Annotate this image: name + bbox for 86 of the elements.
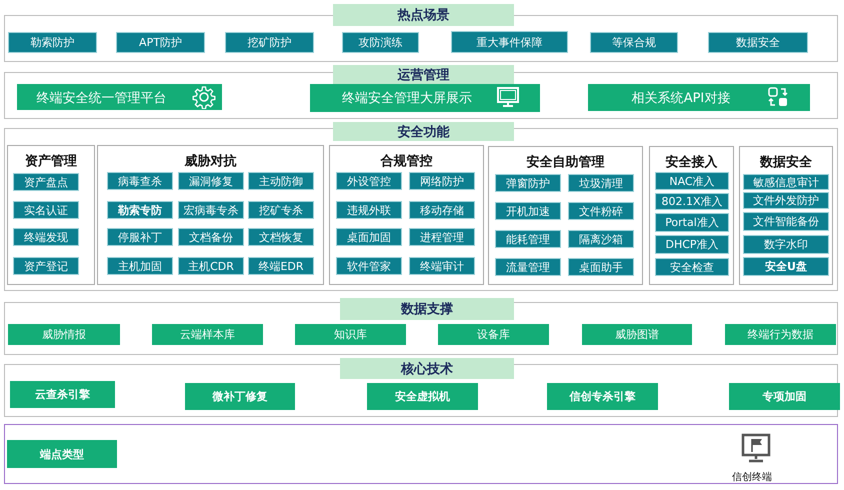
box-label: 终端安全统一管理平台 [36, 90, 168, 107]
feature-box: 桌面助手 [568, 258, 634, 276]
feature-box: 进程管理 [409, 228, 475, 246]
feature-box: 停服补丁 [107, 228, 173, 246]
feature-box: 文档备份 [178, 228, 244, 246]
feature-box: 数字水印 [743, 235, 829, 254]
feature-box: 重大事件保障 [451, 31, 568, 53]
feature-box: 终端行为数据 [725, 324, 836, 345]
section-title: 数据支撑 [340, 298, 514, 320]
feature-box: 漏洞修复 [178, 172, 244, 190]
feature-box: 安全检查 [655, 258, 729, 276]
feature-box: 云查杀引擎 [10, 381, 115, 408]
feature-box: 知识库 [295, 324, 406, 345]
feature-box: 勒索专防 [107, 201, 173, 219]
feature-box: 终端审计 [409, 257, 475, 275]
feature-box [17, 84, 222, 110]
feature-box: 桌面加固 [336, 228, 402, 246]
box-label: 终端安全管理大屏展示 [341, 90, 473, 107]
feature-box: DHCP准入 [655, 235, 729, 254]
feature-box: 资产登记 [13, 257, 79, 275]
feature-box: 文件外发防护 [743, 192, 829, 209]
section-title: 运营管理 [333, 65, 514, 85]
feature-box: Portal准入 [655, 213, 729, 232]
feature-box: 外设管控 [336, 172, 402, 190]
feature-box: 开机加速 [495, 202, 561, 220]
feature-box: 端点类型 [7, 440, 117, 468]
feature-box [310, 84, 540, 112]
feature-box: 流量管理 [495, 258, 561, 276]
group-box [329, 145, 484, 285]
feature-box: APT防护 [116, 32, 205, 53]
feature-box: 威胁情报 [8, 324, 120, 345]
feature-box: 专项加固 [729, 383, 840, 410]
feature-box: 数据安全 [708, 32, 808, 53]
feature-box: 挖矿防护 [225, 32, 314, 53]
feature-box: 软件管家 [336, 257, 402, 275]
group-title: 安全自助管理 [526, 154, 606, 171]
section-band [4, 424, 838, 484]
feature-box: 勒索防护 [8, 32, 97, 53]
feature-box: 攻防演练 [342, 32, 419, 53]
feature-box: 802.1X准入 [655, 193, 729, 210]
feature-box: NAC准入 [655, 172, 729, 190]
feature-box: 资产盘点 [13, 173, 79, 191]
feature-box: 移动存储 [409, 201, 475, 219]
feature-box [588, 84, 810, 111]
feature-box: 设备库 [438, 324, 549, 345]
feature-box: 垃圾清理 [568, 174, 634, 192]
feature-box: 挖矿专杀 [248, 201, 314, 219]
group-title: 合规管控 [379, 153, 434, 170]
feature-box: 实名认证 [13, 201, 79, 219]
feature-box: 终端EDR [248, 257, 314, 275]
feature-box: 弹窗防护 [495, 174, 561, 192]
feature-box: 终端发现 [13, 228, 79, 246]
feature-box: 等保合规 [590, 32, 678, 53]
group-box [488, 146, 643, 285]
section-title: 安全功能 [333, 122, 514, 141]
section-title: 热点场景 [333, 4, 514, 26]
group-box [97, 145, 324, 285]
feature-box: 病毒查杀 [107, 172, 173, 190]
group-box [7, 145, 95, 285]
endpoint-label: 信创终端 [732, 470, 772, 484]
feature-box: 主动防御 [248, 172, 314, 190]
feature-box: 违规外联 [336, 201, 402, 219]
feature-box: 文档恢复 [248, 228, 314, 246]
group-title: 威胁对抗 [184, 153, 238, 170]
group-box [649, 146, 734, 285]
feature-box: 信创专杀引擎 [547, 383, 658, 410]
group-title: 安全接入 [664, 154, 718, 171]
feature-box: 云端样本库 [152, 324, 263, 345]
group-box [739, 146, 833, 285]
feature-box: 文件粉碎 [568, 202, 634, 220]
feature-box: 主机加固 [107, 257, 173, 275]
feature-box: 网络防护 [409, 172, 475, 190]
feature-box: 安全U盘 [743, 257, 829, 276]
feature-box: 文件智能备份 [743, 212, 829, 231]
feature-box: 微补丁修复 [185, 383, 295, 410]
group-title: 数据安全 [758, 154, 813, 171]
feature-box: 威胁图谱 [582, 324, 692, 345]
feature-box: 敏感信息审计 [743, 174, 829, 190]
group-title: 资产管理 [24, 152, 78, 170]
feature-box: 安全虚拟机 [367, 383, 478, 410]
section-title: 核心技术 [340, 358, 514, 379]
box-label: 相关系统API对接 [630, 90, 732, 107]
feature-box: 宏病毒专杀 [178, 201, 244, 219]
feature-box: 主机CDR [178, 257, 244, 275]
feature-box: 隔离沙箱 [568, 230, 634, 248]
feature-box: 能耗管理 [495, 230, 561, 248]
